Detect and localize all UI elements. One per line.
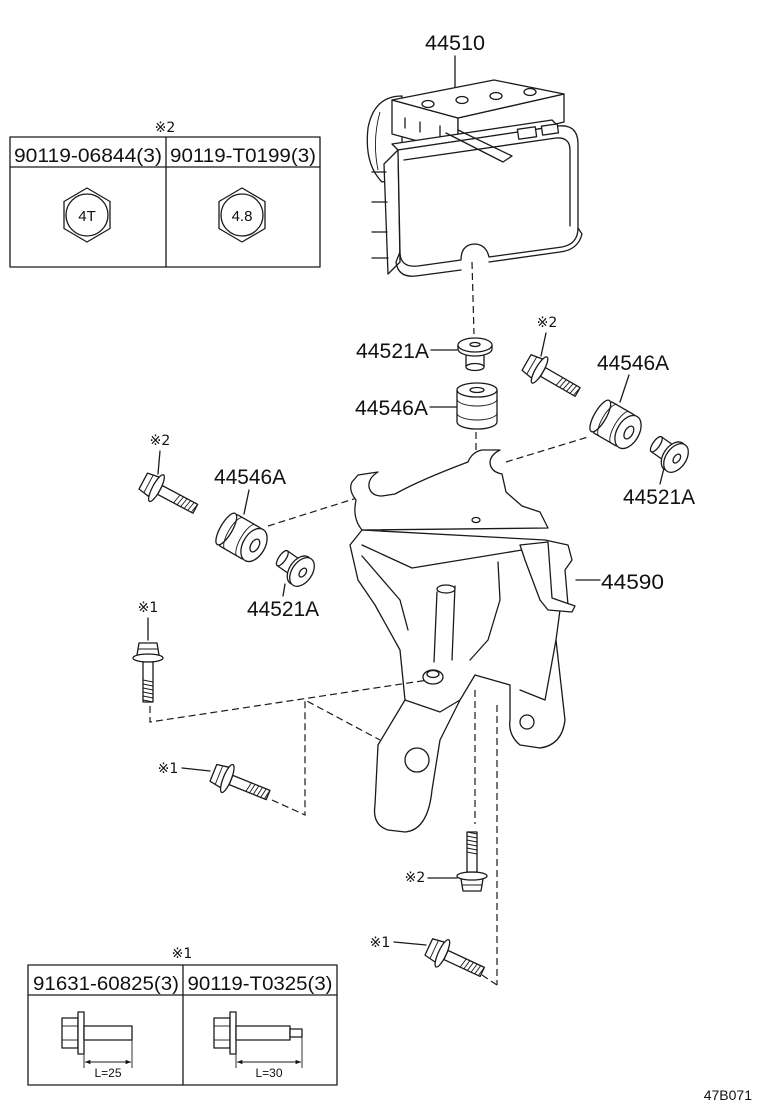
bottom-table-mark: ※1 <box>172 946 193 962</box>
dashed-upper-left-bolt-to-bracket <box>149 679 429 723</box>
port-hole <box>421 99 435 109</box>
bracket-mount-hole <box>519 714 535 730</box>
connector <box>516 126 538 140</box>
dashed-left-cushion-to-bracket <box>267 496 361 527</box>
bracket-rib-top <box>436 584 456 594</box>
leader-cushion-right <box>619 374 630 403</box>
leader-cushion-left <box>243 489 250 515</box>
callout-cushion-right: 44546A <box>597 352 669 375</box>
dashed-bracket-to-right-cushion <box>505 436 589 463</box>
cushion-44546a-center <box>456 382 498 430</box>
ecu-cover-front <box>397 125 579 267</box>
dashed-mid-left-bolt-to-bracket <box>271 699 381 816</box>
callout-cushion-center: 44546A <box>355 397 428 420</box>
mark-upper-left-bolt: ※1 <box>138 600 159 616</box>
leader-bottom-bolt <box>393 941 427 946</box>
diagram-code: 47B071 <box>704 1087 752 1103</box>
callout-sleeve-right: 44521A <box>623 486 695 509</box>
mark-lower-center-bolt: ※2 <box>405 870 426 886</box>
port-hole <box>523 87 537 97</box>
mark-mid-left-bolt: ※1 <box>158 761 179 777</box>
callout-bracket: 44590 <box>601 571 664 594</box>
leader-left-bolt <box>157 450 161 475</box>
abs-actuator-44510 <box>366 79 583 277</box>
flange-bolt-icon <box>61 1011 133 1068</box>
leader-sleeve-right <box>659 467 665 485</box>
top-table-marking-2: 4.8 <box>232 208 253 225</box>
port-hole <box>455 95 469 105</box>
dashed-bottom-bolt-link <box>481 974 498 986</box>
bottom-bolt-table: 91631-60825(3) 90119-T0325(3) L=25 L=30 <box>27 964 338 1086</box>
leader-right-bolt <box>540 332 547 357</box>
leader-sleeve-left <box>282 583 286 597</box>
hydraulic-block-top-face <box>391 79 565 119</box>
hex-bolt-head-icon <box>63 187 111 243</box>
leader-mid-left-bolt <box>181 767 211 772</box>
ecu-cover-side <box>383 149 401 275</box>
mark-right-bolt: ※2 <box>537 315 558 331</box>
bottom-table-length-1: L=25 <box>94 1066 121 1080</box>
callout-sleeve-center: 44521A <box>356 340 429 363</box>
bracket-center-hole <box>471 516 481 524</box>
mark-left-bolt: ※2 <box>150 433 171 449</box>
hex-bolt-head-icon <box>218 187 266 243</box>
dashed-actuator-to-sleeve <box>471 261 475 335</box>
flange-bolt-icon <box>213 1011 303 1068</box>
mark-bottom-bolt: ※1 <box>370 935 391 951</box>
top-table-marking-1: 4T <box>78 208 96 225</box>
top-table-frame <box>9 136 321 268</box>
callout-actuator: 44510 <box>425 32 485 55</box>
bracket-44590 <box>349 449 576 833</box>
top-table-part-no-1: 90119-06844(3) <box>14 146 162 167</box>
top-bolt-table: 90119-06844(3) 90119-T0199(3) 4T 4.8 <box>9 136 321 268</box>
bracket-mount-hole <box>404 747 430 773</box>
connector <box>540 123 560 136</box>
bracket-top-plate <box>350 449 549 531</box>
callout-sleeve-left: 44521A <box>247 598 319 621</box>
bottom-table-part-no-1: 91631-60825(3) <box>33 974 179 995</box>
callout-cushion-left: 44546A <box>214 466 286 489</box>
bottom-table-part-no-2: 90119-T0325(3) <box>188 974 333 995</box>
top-table-part-no-2: 90119-T0199(3) <box>170 146 316 167</box>
hold-down-strap <box>445 129 513 163</box>
bracket-mount-hole <box>426 669 440 679</box>
bracket-side-tab <box>519 541 576 613</box>
top-table-mark: ※2 <box>155 120 176 136</box>
bracket-rib <box>433 585 456 663</box>
bottom-table-length-2: L=30 <box>255 1066 282 1080</box>
port-hole <box>489 91 503 101</box>
